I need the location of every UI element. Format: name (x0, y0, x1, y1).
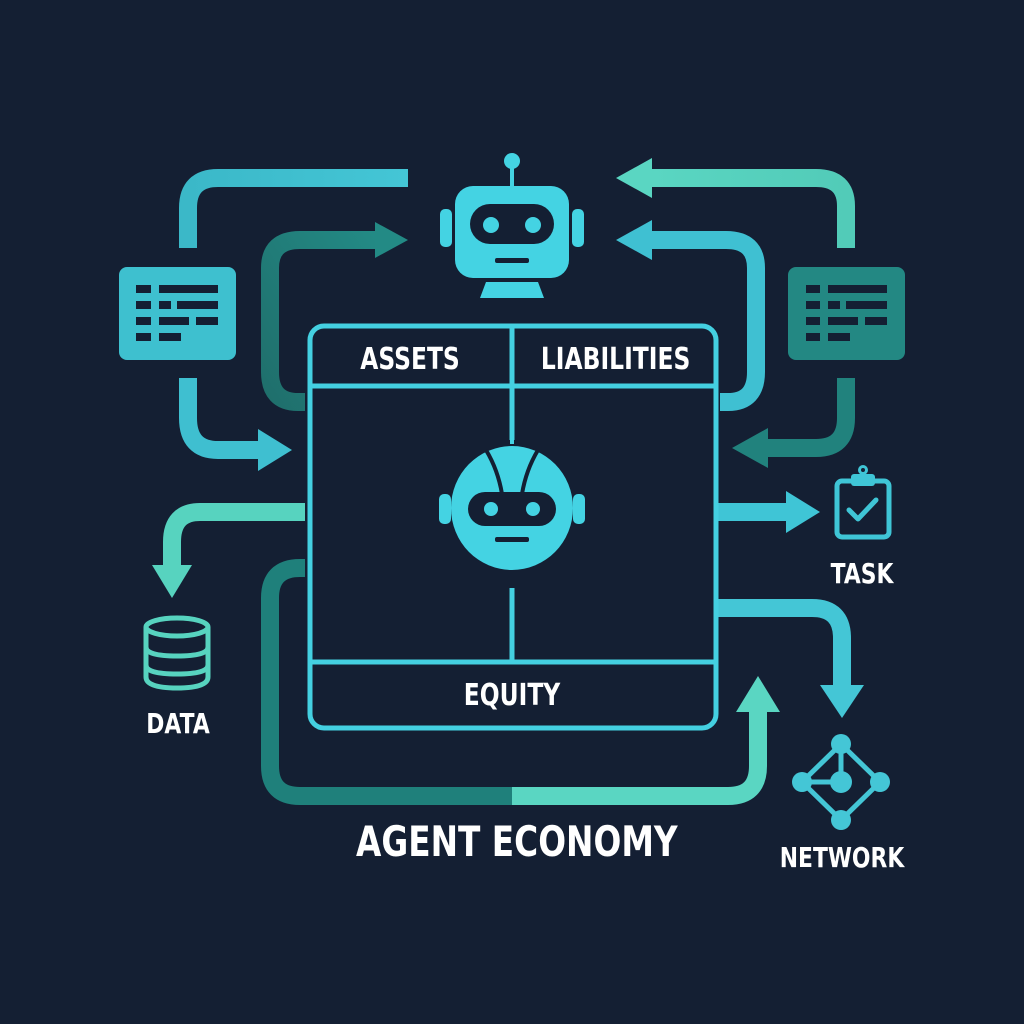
task-label: TASK (830, 557, 894, 590)
network-label: NETWORK (779, 841, 905, 874)
arrow-left-doc-to-agent (179, 169, 408, 248)
liabilities-label: LIABILITIES (540, 342, 691, 377)
data-label: DATA (146, 707, 210, 740)
network-icon (792, 734, 890, 830)
clipboard-check-icon (834, 465, 892, 540)
arrow-doc-to-balance (179, 378, 292, 471)
arrow-right-doc-to-agent (616, 158, 855, 248)
arrow-balance-to-agent-left (261, 222, 408, 411)
arrow-right-doc-to-balance (732, 378, 855, 468)
arrow-balance-to-agent-right (616, 220, 765, 411)
arrow-balance-to-data (152, 503, 305, 598)
document-list-icon-left (119, 267, 236, 360)
arrow-balance-to-network (718, 599, 864, 718)
diagram-title: AGENT ECONOMY (356, 817, 678, 866)
robot-icon (440, 153, 584, 298)
robot-head-icon (439, 430, 585, 570)
assets-label: ASSETS (360, 342, 460, 377)
document-list-icon-right (788, 267, 905, 360)
arrow-equity-loop (261, 559, 780, 805)
arrow-balance-to-task (718, 491, 820, 533)
database-icon (143, 615, 211, 691)
equity-label: EQUITY (463, 678, 561, 713)
